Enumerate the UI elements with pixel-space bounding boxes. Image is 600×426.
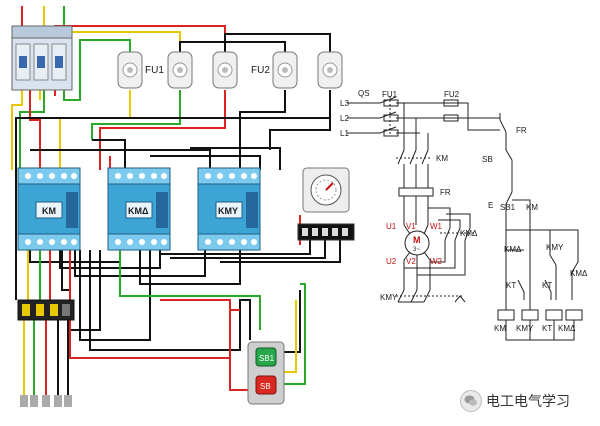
- circuit-breaker: [11, 25, 73, 91]
- sb1-button-label: SB1: [259, 354, 275, 363]
- contactor-kmd-label: KMΔ: [128, 206, 149, 216]
- qs-label: QS: [358, 89, 370, 98]
- sb-button[interactable]: [255, 375, 277, 395]
- fr-mid-label: FR: [440, 188, 451, 197]
- sb1-button[interactable]: [255, 347, 277, 367]
- sb-label: SB: [482, 155, 493, 164]
- fuse-fu2-c: [317, 51, 343, 89]
- kt-1-label: KT: [506, 281, 516, 290]
- wechat-icon: [460, 390, 482, 412]
- terminal-strip: [20, 395, 72, 407]
- fuse-fu1-b: [167, 51, 193, 89]
- sb-button-label: SB: [260, 382, 271, 391]
- coil-kt-label: KT: [542, 324, 552, 333]
- kmy-ctrl-label: KMY: [546, 243, 564, 252]
- km-label: KM: [436, 154, 448, 163]
- contactor-kmy: [197, 167, 261, 251]
- thermal-overload-relay: [17, 299, 75, 321]
- contactor-km: [17, 167, 81, 251]
- l1-label: L1: [340, 129, 349, 138]
- sb1-label: SB1: [500, 203, 516, 212]
- fuse-fu2-b: [272, 51, 298, 89]
- wire-bundle: [11, 6, 341, 395]
- watermark-text: 电工电气学习: [486, 394, 570, 410]
- fr-top-label: FR: [516, 126, 527, 135]
- fu2-label: FU2: [444, 90, 460, 99]
- kt-2-label: KT: [542, 281, 552, 290]
- coil-kmy-label: KMY: [516, 324, 534, 333]
- u2-label: U2: [386, 257, 397, 266]
- contactor-kmd: [107, 167, 171, 251]
- coil-kmd-label: KMΔ: [558, 324, 576, 333]
- fuse-fu1-a: [117, 51, 143, 89]
- kmd-ctrl-label: KMΔ: [504, 245, 522, 254]
- contactor-kmy-label: KMY: [218, 206, 238, 216]
- e-label: E: [488, 201, 493, 210]
- schematic-diagram: [347, 96, 583, 341]
- fuse-group-1-label: FU1: [145, 65, 164, 76]
- kmy-main-label: KMY: [380, 293, 398, 302]
- fu1-label: FU1: [382, 90, 398, 99]
- coil-km-label: KM: [494, 324, 506, 333]
- fuse-fu2-a: [212, 51, 238, 89]
- w2-label: W2: [430, 257, 443, 266]
- u1-label: U1: [386, 222, 397, 231]
- wiring-diagram: FU1 FU2 KM KMΔ: [11, 6, 355, 407]
- time-relay: [302, 167, 350, 213]
- kmd-main-label: KMΔ: [460, 229, 478, 238]
- l3-label: L3: [340, 99, 349, 108]
- motor-label: M: [413, 235, 421, 245]
- watermark: 电工电气学习: [460, 388, 570, 414]
- motor-phase-label: 3~: [413, 247, 420, 253]
- l2-label: L2: [340, 114, 349, 123]
- kmd-right-label: KMΔ: [570, 269, 588, 278]
- v2-label: V2: [406, 257, 416, 266]
- relay-terminal-block: [297, 223, 355, 241]
- km-hold-label: KM: [526, 203, 538, 212]
- contactor-km-label: KM: [42, 206, 56, 216]
- w1-label: W1: [430, 222, 443, 231]
- v1-label: V1: [406, 222, 416, 231]
- fuse-group-2-label: FU2: [251, 65, 270, 76]
